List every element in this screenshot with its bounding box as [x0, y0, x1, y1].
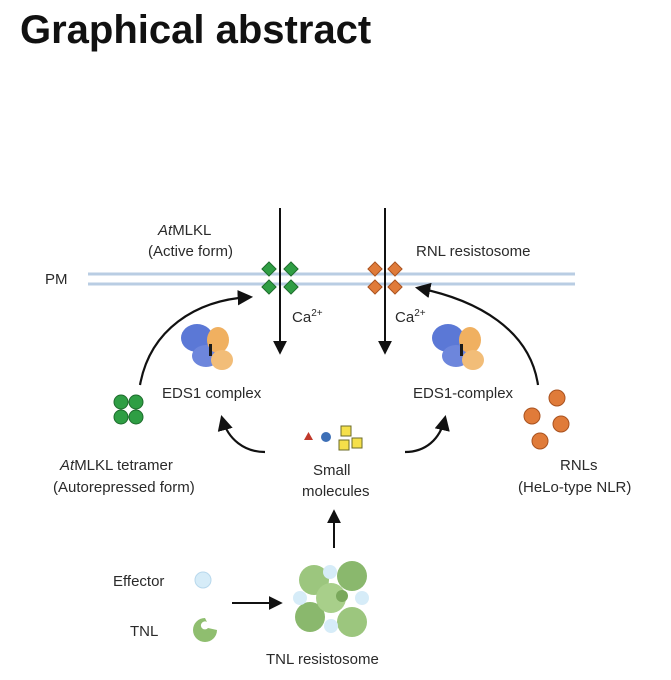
eds1-complex-right-label: EDS1-complex: [413, 385, 514, 402]
autorepressed-form-label: (Autorepressed form): [53, 479, 195, 496]
eds1-complex-right-icon: [432, 324, 484, 370]
helo-type-label: (HeLo-type NLR): [518, 479, 631, 496]
molecules-label: molecules: [302, 483, 370, 500]
pm-label: PM: [45, 271, 68, 288]
ca-label-left: Ca2+: [292, 308, 323, 326]
small-label: Small: [313, 462, 351, 479]
arrow-rnls-to-resistosome: [414, 282, 540, 386]
atmlkl-active-channel-icon: [261, 261, 299, 295]
arrow-small-to-eds1-left: [217, 415, 266, 454]
tnl-icon: [193, 618, 217, 642]
arrow-small-to-eds1-right: [404, 414, 450, 454]
tnl-resistosome-label: TNL resistosome: [266, 651, 379, 668]
eds1-complex-left-icon: [181, 324, 233, 370]
eds1-complex-left-label: EDS1 complex: [162, 385, 262, 402]
effector-icon: [194, 571, 212, 589]
atmlkl-active-label: AtMLKL: [157, 222, 211, 239]
rnl-resistosome-label: RNL resistosome: [416, 243, 530, 260]
small-molecules-icon: [304, 425, 363, 451]
rnl-resistosome-channel-icon: [367, 261, 403, 295]
plasma-membrane: [88, 272, 575, 286]
atmlkl-tetramer-label: AtMLKL tetramer: [59, 457, 173, 474]
tnl-label: TNL: [130, 623, 158, 640]
ca-label-right: Ca2+: [395, 308, 426, 326]
effector-label: Effector: [113, 573, 164, 590]
atmlkl-tetramer-icon: [113, 394, 144, 425]
page-title: Graphical abstract: [20, 8, 372, 52]
rnls-label: RNLs: [560, 457, 598, 474]
rnls-icon: [523, 389, 570, 450]
tnl-resistosome-icon: [293, 561, 369, 637]
atmlkl-active-form-label: (Active form): [148, 243, 233, 260]
arrow-tetramer-to-active: [138, 289, 254, 386]
